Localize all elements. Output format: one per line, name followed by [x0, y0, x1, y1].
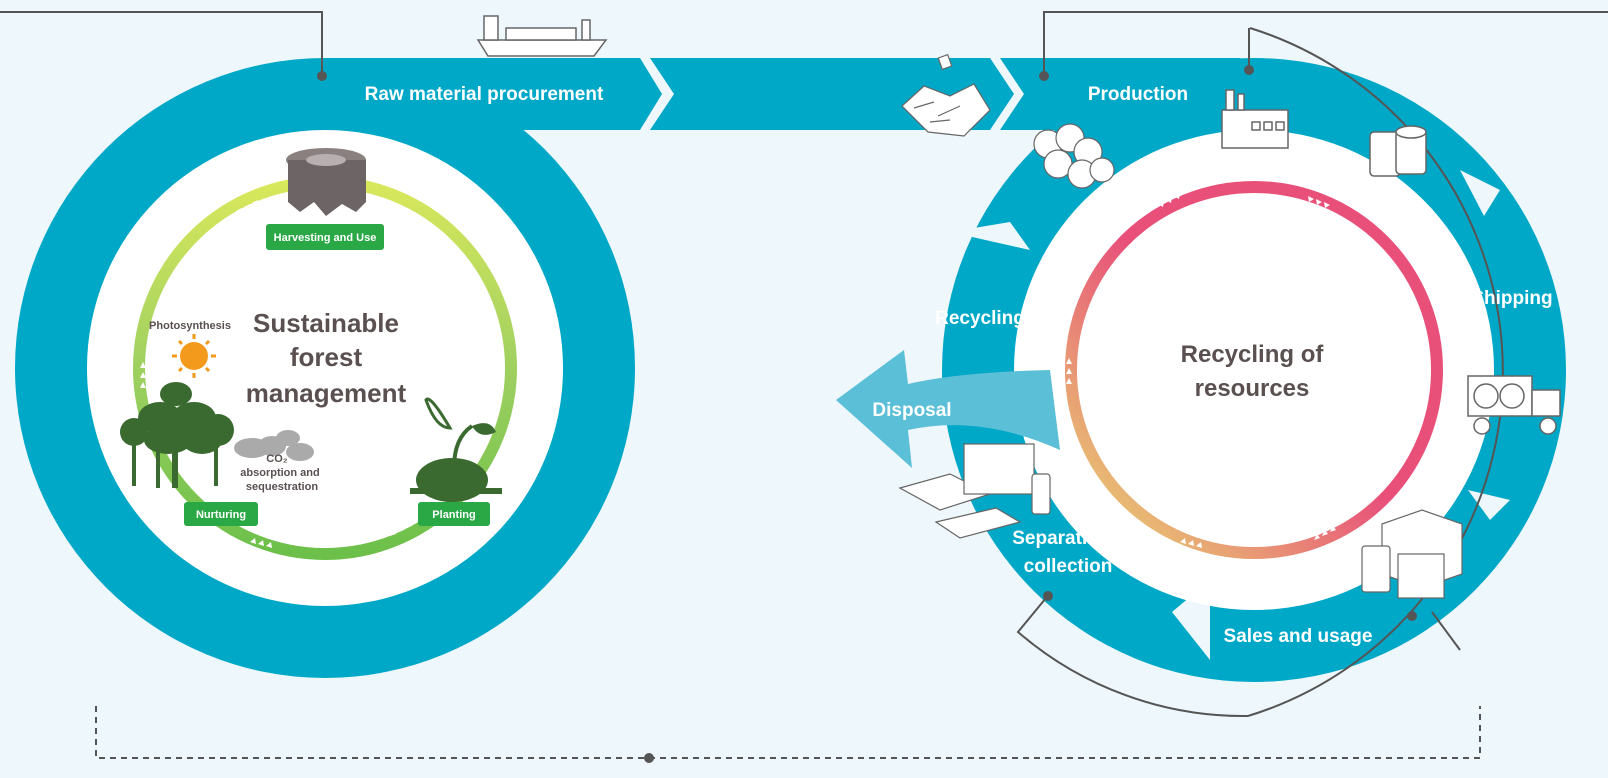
recycle-title-line2: resources	[1195, 375, 1310, 402]
nurturing-label: Nurturing	[196, 509, 246, 521]
wastepaper-icon	[901, 53, 991, 137]
arc-dot-bottom	[1043, 591, 1053, 601]
sun-icon	[172, 334, 216, 378]
connector-dot	[644, 753, 654, 763]
dashed-connector	[95, 706, 1481, 759]
cloud-icon	[234, 430, 314, 461]
co2-label-1: CO₂	[266, 453, 288, 465]
co2-label-2: absorption and	[240, 467, 319, 479]
photosynthesis-label: Photosynthesis	[149, 320, 231, 332]
bracket-dot-right	[1039, 71, 1049, 81]
recycle-title-line1: Recycling of	[1181, 341, 1325, 368]
co2-label-3: sequestration	[246, 481, 318, 493]
factory-icon	[1221, 89, 1289, 149]
trees-icon	[120, 382, 234, 488]
ring-gap-4	[950, 222, 1030, 250]
forest-title-line2: forest	[290, 342, 363, 372]
disposal-arrow	[836, 350, 1060, 468]
separation-label-1: Separation,	[1012, 528, 1115, 549]
sales-dot	[1407, 611, 1417, 621]
outer-arc-lower	[1016, 597, 1249, 718]
pulp-icon	[1033, 123, 1115, 189]
top-right-bracket	[1043, 11, 1608, 76]
sales-pointer	[1431, 611, 1461, 651]
forest-title-line1: Sustainable	[253, 308, 399, 338]
shipping-label: Shipping	[1471, 288, 1552, 309]
forest-title-line3: management	[246, 378, 407, 408]
ship-icon	[476, 15, 608, 57]
seedling-icon	[410, 397, 502, 502]
flow-band	[325, 58, 662, 130]
recycling-label: Recycling	[935, 308, 1025, 329]
nurturing-badge	[184, 502, 258, 526]
paper-roll-icon	[1369, 125, 1427, 177]
harvesting-label: Harvesting and Use	[274, 232, 377, 244]
top-left-bracket	[0, 11, 323, 76]
planting-label: Planting	[432, 509, 475, 521]
production-label: Production	[1088, 84, 1188, 105]
ring-gap-1	[1460, 170, 1500, 216]
raw-material-label: Raw material procurement	[365, 84, 604, 105]
separation-label-2: collection	[1024, 556, 1113, 577]
outer-arc	[1247, 27, 1504, 717]
truck-icon	[1467, 375, 1561, 435]
cycle-arrows	[140, 193, 1336, 548]
harvesting-badge	[266, 224, 384, 250]
sales-label: Sales and usage	[1224, 626, 1373, 647]
recycle-core	[1082, 198, 1426, 542]
recycle-cycle-ring	[1065, 181, 1443, 559]
boxes-icon	[1361, 509, 1463, 599]
tree-stump-icon	[286, 148, 366, 216]
bracket-dot-left	[317, 71, 327, 81]
paper-stack-icon	[898, 443, 1051, 539]
disposal-label: Disposal	[872, 400, 951, 421]
planting-badge	[418, 502, 490, 526]
ring-gap-2	[1468, 490, 1510, 520]
